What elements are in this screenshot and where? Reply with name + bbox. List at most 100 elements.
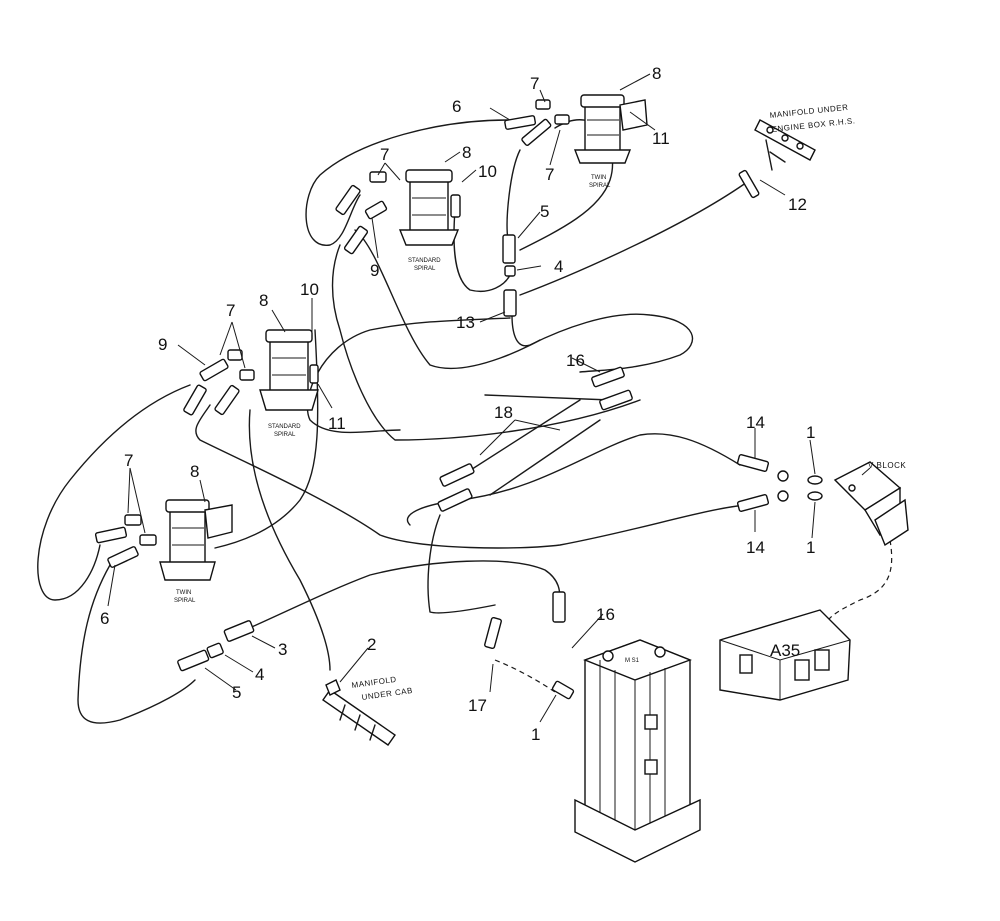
control-valve-block: A35 (719, 609, 851, 701)
callout-14: 14 (746, 538, 765, 557)
fitting (736, 454, 770, 472)
hose-line (77, 564, 196, 724)
fitting (107, 546, 139, 568)
manifold-engine-box (754, 119, 816, 171)
fitting (484, 616, 502, 650)
motor-label: SPIRAL (589, 183, 611, 189)
fitting (309, 364, 319, 384)
callout-8: 8 (652, 64, 661, 83)
fitting (227, 349, 243, 361)
hose-line (354, 229, 541, 370)
callout-8: 8 (259, 291, 268, 310)
fitting (223, 620, 255, 642)
fitting (807, 475, 823, 485)
hose-line (406, 433, 741, 526)
note-manifold-under-cab: UNDER CAB (361, 686, 413, 702)
hose-line (484, 394, 611, 401)
callout-7: 7 (530, 74, 539, 93)
callouts: 6 7 8 11 7 7 8 10 9 5 4 13 12 7 8 10 9 1… (100, 64, 815, 744)
callout-14: 14 (746, 413, 765, 432)
callout-16: 16 (596, 605, 615, 624)
fitting (535, 99, 551, 110)
fitting (503, 289, 517, 317)
callout-3: 3 (278, 640, 287, 659)
callout-1: 1 (806, 423, 815, 442)
fitting (437, 488, 473, 512)
motor-label: SPIRAL (274, 432, 296, 438)
fitting (335, 184, 361, 216)
callout-18: 18 (494, 403, 513, 422)
callout-8: 8 (190, 462, 199, 481)
hose-line (305, 119, 509, 246)
fitting (369, 171, 387, 183)
v-block (833, 461, 909, 547)
hose-line (427, 514, 496, 614)
motor-label: STANDARD (408, 258, 441, 264)
callout-13: 13 (456, 313, 475, 332)
callout-6: 6 (100, 609, 109, 628)
motor-label: SPIRAL (174, 598, 196, 604)
hose-line (519, 179, 751, 296)
hose-line (494, 659, 556, 693)
fitting (364, 200, 388, 220)
callout-6: 6 (452, 97, 461, 116)
callout-1: 1 (531, 725, 540, 744)
callout-11: 11 (652, 129, 670, 148)
fitting (183, 384, 207, 416)
fittings (94, 99, 823, 700)
fitting (94, 526, 128, 544)
fitting (239, 369, 255, 381)
fitting (199, 358, 229, 382)
pump-label: M S1 (625, 658, 640, 664)
fitting (504, 265, 516, 277)
callout-9: 9 (370, 261, 379, 280)
motor-label: STANDARD (268, 424, 301, 430)
hose-line (506, 149, 521, 241)
callout-11: 11 (328, 414, 346, 433)
hose-line (824, 539, 893, 626)
motor-standard-spiral-upper: STANDARD SPIRAL (398, 169, 460, 272)
callout-7: 7 (380, 145, 389, 164)
motor-twin-spiral-top: TWIN SPIRAL (573, 94, 648, 189)
fitting (554, 114, 570, 125)
fitting (177, 649, 210, 672)
hose-line (248, 409, 331, 671)
callout-8: 8 (462, 143, 471, 162)
fitting (521, 118, 552, 146)
motor-twin-spiral-lower: TWIN SPIRAL (159, 499, 233, 604)
motor-label: TWIN (176, 590, 191, 596)
fitting (139, 534, 157, 546)
note-manifold-under-cab: MANIFOLD (351, 675, 397, 690)
valve-label: A35 (770, 641, 800, 660)
callout-5: 5 (540, 202, 549, 221)
fitting (504, 115, 537, 130)
hose-line (489, 419, 601, 496)
fitting (736, 494, 770, 512)
callout-16: 16 (566, 351, 585, 370)
hydraulic-pump: M S1 (574, 639, 701, 863)
fitting (738, 169, 760, 199)
motor-standard-spiral-middle: STANDARD SPIRAL (259, 329, 319, 438)
fitting (807, 491, 823, 501)
fitting (343, 225, 369, 255)
callout-2: 2 (367, 635, 376, 654)
hose-line (511, 313, 694, 373)
hose-line (244, 560, 561, 631)
callout-1: 1 (806, 538, 815, 557)
callout-5: 5 (232, 683, 241, 702)
fitting (777, 490, 789, 502)
fitting (206, 642, 224, 659)
callout-9: 9 (158, 335, 167, 354)
fitting (551, 680, 575, 700)
motor-label: SPIRAL (414, 266, 436, 272)
manifold-under-cab (322, 679, 396, 746)
fitting (591, 366, 625, 388)
hose-line (453, 209, 511, 292)
fitting (214, 384, 240, 416)
callout-10: 10 (300, 280, 319, 299)
fitting (552, 591, 566, 623)
fitting (777, 470, 789, 482)
callout-4: 4 (255, 665, 264, 684)
